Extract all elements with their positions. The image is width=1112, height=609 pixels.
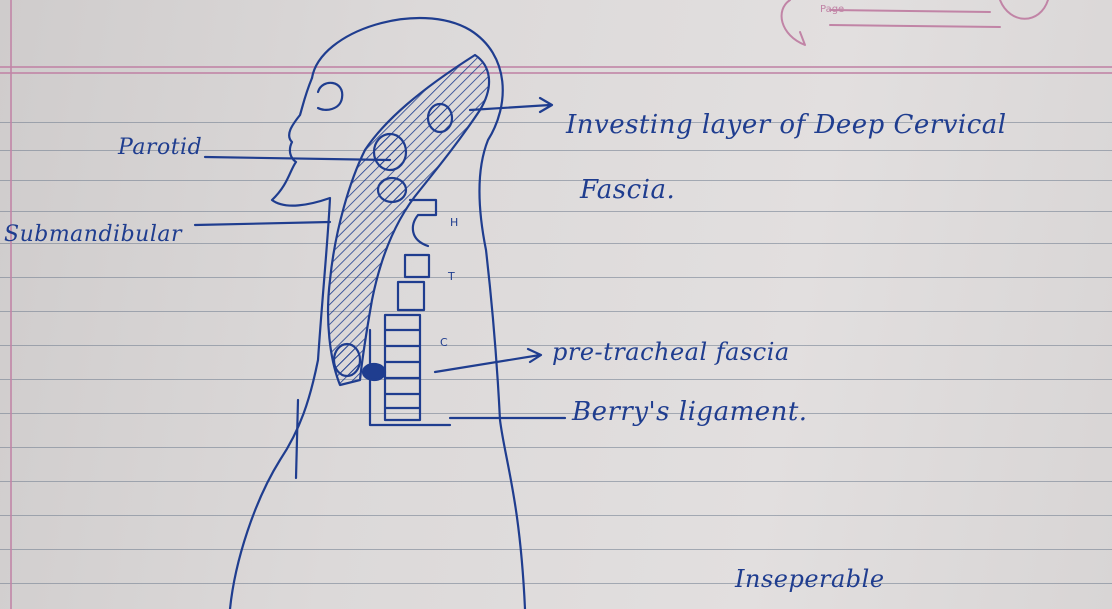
upper-gland bbox=[428, 104, 452, 132]
inseparable-note: Inseperable bbox=[735, 565, 885, 593]
submandibular-pointer bbox=[195, 222, 330, 225]
trachea bbox=[385, 315, 420, 420]
page-tag-decoration: Page bbox=[782, 0, 1048, 45]
parotid-label: Parotid bbox=[118, 135, 202, 160]
hyoid-marker: H bbox=[450, 216, 458, 229]
investing-layer-label-line2: Fascia. bbox=[580, 175, 675, 205]
pretracheal-pointer-arrow bbox=[435, 349, 541, 372]
parotid-gland bbox=[374, 134, 406, 170]
cricoid-cartilage bbox=[398, 282, 424, 310]
submandibular-label: Submandibular bbox=[4, 222, 182, 247]
shoulder-line bbox=[296, 400, 298, 478]
thyroid-gland bbox=[334, 344, 360, 376]
thyroid-cartilage bbox=[405, 255, 429, 277]
thyroid-marker: T bbox=[447, 270, 455, 283]
investing-layer bbox=[328, 55, 489, 385]
ear-outline bbox=[318, 83, 342, 110]
berrys-ligament-label: Berry's ligament. bbox=[572, 397, 808, 427]
submandibular-gland bbox=[378, 178, 406, 202]
investing-layer-label-line1: Investing layer of Deep Cervical bbox=[566, 110, 1007, 140]
pretracheal-label: pre-tracheal fascia bbox=[552, 338, 790, 366]
cricoid-marker: C bbox=[440, 336, 448, 349]
berrys-ligament-mark bbox=[363, 364, 385, 380]
page-tag-text: Page bbox=[820, 4, 844, 15]
hyoid-bone bbox=[410, 200, 436, 246]
